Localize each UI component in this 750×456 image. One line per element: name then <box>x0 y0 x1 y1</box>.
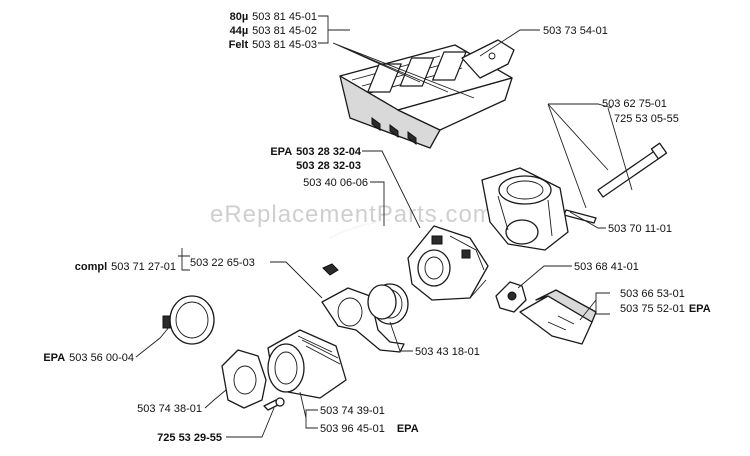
label-bolt-2: 725 53 05-55 <box>614 113 679 125</box>
label-gasket: 503 22 65-03 <box>190 257 255 269</box>
label-rod: 503 70 11-01 <box>608 223 672 235</box>
label-epa-clamp: EPA 503 56 00-04 <box>43 352 134 364</box>
carburetor-part <box>407 225 489 301</box>
label-intake-2: 503 96 45-01 EPA <box>320 423 419 435</box>
label-suffix: EPA <box>689 303 711 315</box>
label-prefix: 80µ <box>230 11 249 23</box>
lever-part <box>495 281 527 313</box>
nut-part <box>322 263 339 276</box>
label-prefix: 44µ <box>230 25 249 37</box>
fuel-hose-part <box>329 219 391 239</box>
gasket-part <box>321 287 405 353</box>
label-filter-clip: 503 73 54-01 <box>543 25 608 37</box>
carburetor-housing-part <box>481 167 569 251</box>
part-number: 503 56 00-04 <box>69 352 134 364</box>
label-compl: compl 503 71 27-01 <box>75 261 176 273</box>
rod-part <box>563 209 597 224</box>
watermark-text: eReplacementParts.com <box>210 201 494 228</box>
label-cover-1: 503 66 53-01 <box>620 288 685 300</box>
epa-clamp-part <box>162 295 215 345</box>
cover-part <box>519 289 597 345</box>
label-hose: 503 40 06-06 <box>303 177 368 189</box>
label-lever: 503 68 41-01 <box>574 261 639 273</box>
label-prefix: Felt <box>229 39 249 51</box>
flange-part <box>221 349 267 409</box>
label-cover-2: 503 75 52-01 EPA <box>620 303 711 315</box>
intake-boot-part <box>267 329 347 399</box>
part-number: 503 28 32-04 <box>296 146 362 158</box>
label-prefix: EPA <box>270 146 292 158</box>
part-number: 503 81 45-01 <box>252 11 317 23</box>
label-bolt-1: 503 62 75-01 <box>602 98 667 110</box>
label-suffix: EPA <box>397 423 419 435</box>
label-prefix: compl <box>75 261 107 273</box>
part-number: 503 96 45-01 <box>320 423 385 435</box>
filter-clip-part <box>461 39 515 79</box>
clamp-part <box>367 283 409 325</box>
label-epa-carb-1: EPA 503 28 32-04 <box>270 146 362 158</box>
screw-part <box>263 397 285 411</box>
part-number: 503 81 45-03 <box>252 39 317 51</box>
label-carb-2: 503 28 32-03 <box>296 160 361 172</box>
label-prefix: EPA <box>43 352 65 364</box>
leader-lines <box>135 15 633 438</box>
label-flange: 503 74 38-01 <box>137 403 202 415</box>
part-number: 503 81 45-02 <box>252 25 317 37</box>
long-bolt-part <box>597 142 668 198</box>
label-intake-1: 503 74 39-01 <box>320 405 385 417</box>
label-screw: 725 53 29-55 <box>157 432 222 444</box>
label-clamp: 503 43 18-01 <box>415 346 480 358</box>
part-number: 503 75 52-01 <box>620 303 685 315</box>
part-number: 503 71 27-01 <box>111 261 176 273</box>
